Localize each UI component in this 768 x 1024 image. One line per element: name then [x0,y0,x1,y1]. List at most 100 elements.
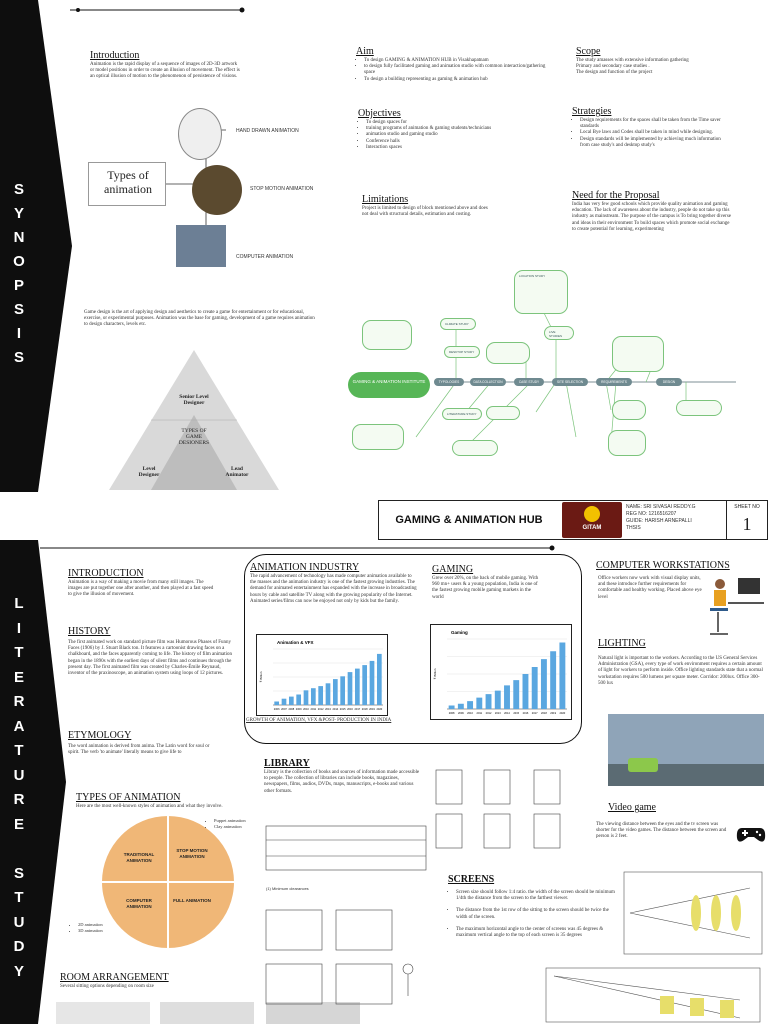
lit-types-text: Here are the most well-known styles of a… [76,804,223,809]
chart-tick-label: 2013 [495,711,501,715]
room-image-1 [56,1002,150,1024]
scope-line: The design and function of the project [576,70,653,76]
chart-bar [376,653,382,705]
chart-bar [369,660,375,705]
need-title: Need for the Proposal [572,190,660,201]
mindmap-node-i [608,430,646,456]
mindmap-node-h [676,400,722,416]
chart-tick-label: 2012 [486,711,492,715]
mindmap-spine-typologies: TYPOLOGIES [434,378,464,386]
chart-bar [288,696,294,705]
note-clay: Clay animation [214,824,258,830]
chart-tick-label: 2016 [347,707,353,711]
thesis-label: THSIS [626,525,641,531]
gitam-logo: GITAM [562,502,622,538]
mindmap-center-node: GAMING & ANIMATION INSTITUTE [348,372,430,398]
mindmap-node-climate: CLIMATE STUDY [440,318,476,330]
mindmap-node-g [612,400,646,420]
aim-item: to design fully facilitated gaming and a… [364,64,552,76]
mindmap-spine-site: SITE SELECTION [552,378,588,386]
syn-types-box [88,162,166,206]
title-block-info: NAME: SRI SIVASAI REDDY.G REG NO: 121651… [626,504,722,532]
types-circle [102,816,234,948]
screen-rule: The maximum horizontal angle to the cent… [456,927,616,939]
lighting-title: LIGHTING [598,638,646,649]
video-game-text: The viewing distance between the eyes an… [596,822,727,840]
chart-bar [457,703,464,709]
chart-bar [274,701,280,705]
industry-title: ANIMATION INDUSTRY [250,562,360,573]
syn-type-stop-motion: STOP MOTION ANIMATION [250,186,314,192]
chart-bar [340,676,346,705]
office-chairs [628,758,658,772]
chart-tick-label: 2017 [354,707,360,711]
band-letter: D [13,938,25,955]
scope-line: The study amasses with extensive informa… [576,58,689,63]
chart-bar [310,688,316,705]
chart-tick-label: 2009 [458,711,464,715]
pyramid-right-label: Lead Animator [225,466,249,478]
mindmap-node-d [486,406,520,420]
lighting-text: Natural light is important to the worker… [598,656,763,686]
gaming-title: GAMING [432,564,474,575]
mindmap-spine-case-study: CASE STUDY [514,378,544,386]
note-2d: 2D animation [78,922,110,928]
mindmap-node-a [362,320,412,350]
top-timeline [70,7,245,13]
gitam-logo-emblem [584,506,600,522]
history-title: HISTORY [68,626,111,637]
objective-item: animation studio and gaming studio [366,132,492,138]
aim-item: To design GAMING & ANIMATION HUB in Visa… [364,58,552,64]
hand-drawn-animation-image [178,108,222,160]
chart-bar [531,667,538,709]
objective-item: training programs of animation & gaming … [366,126,492,132]
chart-bar [281,698,287,705]
workstations-text: Office workers now work with visual disp… [598,576,702,600]
objective-item: To design spaces for [366,120,492,126]
chart-tick-label: 2020 [376,707,382,711]
syn-game-design-text: Game design is the art of applying desig… [84,310,315,328]
chart-tick-label: 2010 [467,711,473,715]
synopsis-band-arrow [38,0,72,492]
limitations-title: Limitations [362,194,409,205]
lit-intro-text: Animation is a way of making a movie fro… [68,580,214,598]
strategies-list: Design requirements for the spaces shall… [572,118,722,149]
chart-bar [540,659,547,709]
library-shelves [435,769,561,849]
band-letter: Y [13,962,24,980]
chart-tick-label: 2014 [332,707,338,711]
etymology-title: ETYMOLOGY [68,730,132,741]
aim-item: To design a building representing as gam… [364,77,552,83]
chart-tick-label: 2017 [532,711,538,715]
chart-bar [303,690,309,705]
quadrant-stop-motion: STOP MOTION ANIMATION [176,848,208,859]
band-letter: T [14,644,24,661]
chart-bar [513,680,520,709]
chart-bar [504,685,510,709]
syn-types-title: Types of animation [104,168,152,196]
strategy-item: Design requirements for the spaces shall… [580,118,722,130]
screens-title: SCREENS [448,874,495,885]
band-letter: T [14,889,24,906]
library-text: Library is the collection of books and s… [264,770,420,794]
scope-title: Scope [576,46,601,57]
quadrant-full: FULL ANIMATION [173,898,211,903]
chart-tick-label: 2016 [523,711,529,715]
chart-tick-label: 2008 [449,711,455,715]
mindmap-spine-design: DESIGN [656,378,682,386]
student-name: NAME: SRI SIVASAI REDDY.G [626,504,696,510]
quadrant-traditional: TRADITIONAL ANIMATION [123,852,155,863]
chart-tick-label: 2019 [369,707,375,711]
syn-type-computer: COMPUTER ANIMATION [236,254,294,260]
chart-bar [494,690,501,709]
chart-bar [476,697,483,709]
chart-bar [354,668,360,705]
industry-gaming-panel [244,554,582,744]
mindmap-node-literature: LITERATURE STUDY [442,408,482,420]
mindmap-node-live: LIVE STUDIES [544,326,574,340]
objectives-list: To design spaces for training programs o… [358,120,492,151]
room-image-2 [160,1002,254,1024]
